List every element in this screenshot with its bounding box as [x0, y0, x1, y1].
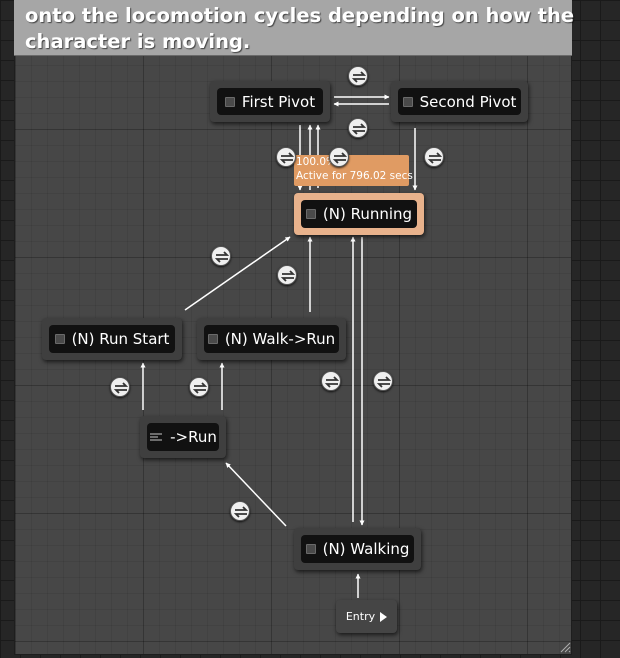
- tooltip-weight: 100.0%: [296, 156, 337, 168]
- state-label: (N) Walking: [322, 540, 410, 558]
- transition-rule-icon[interactable]: [277, 265, 297, 285]
- state-label: (N) Run Start: [71, 330, 170, 348]
- transition-rule-icon[interactable]: [230, 501, 250, 521]
- play-icon: [380, 611, 388, 622]
- transition-rule-icon[interactable]: [110, 377, 130, 397]
- comment-line-1: onto the locomotion cycles depending on …: [25, 4, 575, 27]
- transition-rule-icon[interactable]: [373, 371, 393, 391]
- transition-rule-icon[interactable]: [321, 371, 341, 391]
- tooltip-active-time: Active for 796.02 secs: [296, 170, 413, 182]
- transition-rule-icon[interactable]: [424, 147, 444, 167]
- comment-line-2: character is moving.: [25, 30, 251, 53]
- resize-grip-icon[interactable]: [560, 642, 571, 653]
- conduit-icon: [150, 433, 163, 441]
- entry-node[interactable]: Entry: [336, 600, 397, 633]
- transition-rule-icon[interactable]: [276, 147, 296, 167]
- state-icon: [305, 209, 316, 219]
- state-icon: [207, 334, 218, 344]
- state-label: ->Run: [170, 428, 217, 446]
- transition-rule-icon[interactable]: [189, 377, 209, 397]
- state-node-first-pivot[interactable]: First Pivot: [210, 81, 330, 122]
- entry-label: Entry: [345, 610, 376, 623]
- transition-rule-icon[interactable]: [329, 147, 349, 167]
- state-icon: [402, 96, 413, 107]
- transition-rule-icon[interactable]: [348, 66, 368, 86]
- wire-runstart-to-running: [184, 236, 291, 311]
- state-icon: [305, 544, 316, 554]
- conduit-node-run[interactable]: ->Run: [140, 416, 226, 458]
- state-node-walking[interactable]: (N) Walking: [294, 528, 421, 570]
- state-icon: [224, 96, 235, 107]
- transition-rule-icon[interactable]: [348, 118, 368, 138]
- state-label: First Pivot: [241, 92, 316, 111]
- state-node-run-start[interactable]: (N) Run Start: [42, 318, 182, 360]
- state-node-walk-to-run[interactable]: (N) Walk->Run: [197, 318, 346, 360]
- state-icon: [54, 334, 65, 344]
- state-label: Second Pivot: [419, 92, 517, 111]
- state-label: (N) Running: [322, 205, 413, 223]
- comment-header[interactable]: onto the locomotion cycles depending on …: [14, 0, 575, 56]
- state-node-running[interactable]: (N) Running: [294, 193, 424, 235]
- state-node-second-pivot[interactable]: Second Pivot: [391, 81, 528, 122]
- wire-walking-to-conduit: [225, 462, 287, 527]
- state-label: (N) Walk->Run: [224, 330, 336, 348]
- active-state-tooltip: 100.0% Active for 796.02 secs: [294, 155, 413, 186]
- transition-rule-icon[interactable]: [211, 246, 231, 266]
